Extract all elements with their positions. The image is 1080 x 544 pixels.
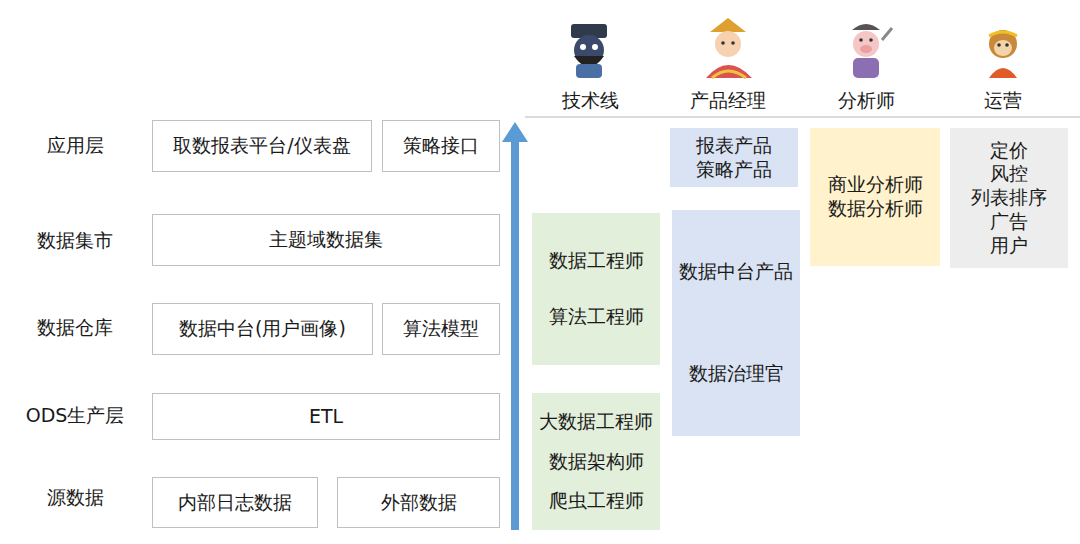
role-text: 数据架构师 [549, 450, 644, 474]
role-text: 算法工程师 [549, 305, 644, 329]
role-text: 数据工程师 [549, 249, 644, 273]
role-text: 广告 [990, 210, 1028, 234]
layer-text: 数据中台(用户画像) [179, 317, 346, 341]
role-header: 技术线 [562, 88, 619, 114]
layer-text: 主题域数据集 [269, 228, 383, 252]
role-text: 数据分析师 [828, 197, 923, 221]
role-header: 运营 [984, 88, 1022, 114]
layer-name: 源数据 [47, 485, 104, 511]
layer-box: 数据中台(用户画像) [152, 303, 373, 355]
role-text: 报表产品 [696, 134, 772, 158]
header-rule [525, 116, 1080, 118]
character-icon [571, 24, 607, 78]
role-text: 定价 [990, 139, 1028, 163]
layer-text: ETL [309, 405, 343, 429]
layer-box: ETL [152, 393, 500, 440]
role-text: 列表排序 [971, 186, 1047, 210]
layer-box: 算法模型 [382, 303, 500, 355]
role-text: 数据中台产品 [679, 260, 793, 284]
layer-text: 取数报表平台/仪表盘 [173, 134, 350, 158]
role-text: 用户 [990, 234, 1028, 258]
layer-name: 应用层 [47, 133, 104, 159]
role-text: 数据治理官 [689, 362, 784, 386]
character-icon [852, 24, 892, 78]
role-panel: 大数据工程师数据架构师爬虫工程师 [532, 393, 660, 530]
role-text: 风控 [990, 162, 1028, 186]
layer-box: 取数报表平台/仪表盘 [152, 120, 372, 172]
layer-name: ODS生产层 [26, 403, 125, 429]
character-icon [706, 18, 752, 78]
role-panel: 数据工程师算法工程师 [532, 213, 660, 365]
role-panel: 商业分析师数据分析师 [810, 128, 940, 266]
role-text: 爬虫工程师 [549, 489, 644, 513]
role-text: 策略产品 [696, 158, 772, 182]
layer-name: 数据集市 [37, 228, 113, 254]
layer-text: 内部日志数据 [178, 491, 292, 515]
layer-box: 策略接口 [382, 120, 500, 172]
layer-text: 外部数据 [381, 491, 457, 515]
upward-arrow [511, 140, 519, 530]
role-text: 大数据工程师 [539, 410, 653, 434]
role-text: 商业分析师 [828, 173, 923, 197]
role-panel: 报表产品策略产品 [670, 128, 798, 187]
role-panel: 定价风控列表排序广告用户 [950, 128, 1068, 268]
arrow-head [502, 122, 528, 142]
layer-text: 算法模型 [403, 317, 479, 341]
character-icon [989, 30, 1017, 78]
layer-text: 策略接口 [403, 134, 479, 158]
layer-box: 内部日志数据 [152, 477, 318, 528]
layer-box: 外部数据 [337, 477, 500, 528]
role-panel: 数据中台产品数据治理官 [672, 210, 800, 436]
layer-box: 主题域数据集 [152, 214, 500, 266]
role-header: 产品经理 [690, 88, 766, 114]
layer-name: 数据仓库 [37, 315, 113, 341]
role-header: 分析师 [838, 88, 895, 114]
